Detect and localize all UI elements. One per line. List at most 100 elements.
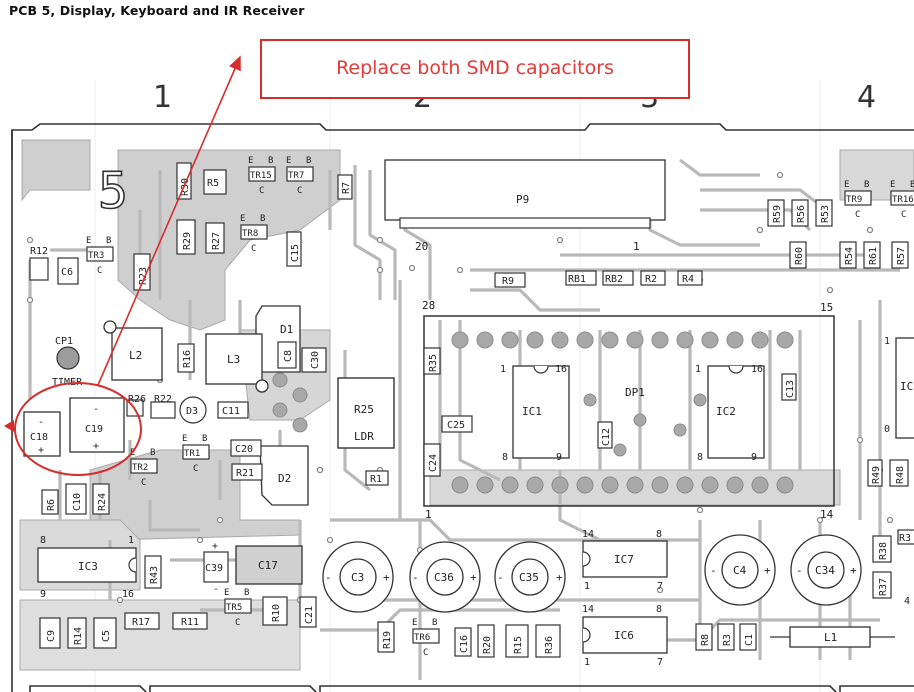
- transistor-base: B: [106, 236, 111, 246]
- r19-label: R19: [382, 631, 393, 649]
- ic7-label: IC7: [614, 553, 634, 566]
- transistor-emitter: E: [240, 214, 245, 224]
- ic1-pin-9: 9: [556, 452, 562, 463]
- c11-label: C11: [222, 406, 240, 417]
- ic3-pin-1: 1: [128, 535, 134, 546]
- transistor-base: B: [202, 434, 207, 444]
- ic6-pin-1: 1: [584, 657, 590, 668]
- r10-label: R10: [271, 604, 282, 622]
- c5-label: C5: [101, 630, 112, 642]
- r59-label: R59: [772, 205, 783, 223]
- dp1-pin-1: 1: [425, 508, 432, 521]
- r21-label: R21: [236, 468, 254, 479]
- callout-highlight: [4, 55, 241, 476]
- c1-label: C1: [744, 634, 755, 646]
- r6-label: R6: [46, 499, 57, 511]
- transistor-collector: C: [423, 648, 428, 658]
- transistor-collector: C: [235, 618, 240, 628]
- transistor-emitter: E: [844, 180, 849, 190]
- p9-pin-1: 1: [633, 240, 640, 253]
- transistor-label: TR7: [288, 171, 304, 181]
- ic3-pin-8: 8: [40, 535, 46, 546]
- smd-capacitors: [23, 397, 125, 457]
- transistor-base: B: [910, 180, 914, 190]
- ic1-pin-8: 8: [502, 452, 508, 463]
- transistor-label: TR15: [250, 171, 272, 181]
- ic6: IC6 14 8 1 7: [582, 604, 668, 668]
- transistor-emitter: E: [86, 236, 91, 246]
- transistor-label: TR2: [132, 463, 148, 473]
- r24-label: R24: [97, 493, 108, 511]
- c19-label: C19: [85, 424, 103, 435]
- zone-marker-1: 1: [153, 80, 173, 115]
- p9-label: P9: [516, 193, 529, 206]
- p9-pin-20: 20: [415, 240, 428, 253]
- c35-label: C35: [519, 571, 539, 584]
- r56-label: R56: [796, 205, 807, 223]
- page-title: PCB 5, Display, Keyboard and IR Receiver: [9, 3, 305, 18]
- r11-label: R11: [181, 617, 199, 628]
- transistor-base: B: [260, 214, 265, 224]
- ldr-label: LDR: [354, 430, 374, 443]
- ic2-pin-9: 9: [751, 452, 757, 463]
- transistor-base: B: [244, 588, 249, 598]
- c36-plus: +: [470, 571, 477, 584]
- ic6-pin-14: 14: [582, 604, 594, 615]
- r27-label: R27: [211, 232, 222, 250]
- c34-label: C34: [815, 564, 835, 577]
- r38-label: R38: [878, 542, 889, 560]
- transistor-base: B: [306, 156, 311, 166]
- r57-label: R57: [896, 247, 907, 265]
- r23-label: R23: [138, 267, 149, 285]
- c13-label: C13: [785, 380, 796, 398]
- ic3-pin-16: 16: [122, 589, 134, 600]
- r2-label: R2: [645, 274, 657, 285]
- electrolytic-capacitors: [322, 534, 862, 613]
- transistor-emitter: E: [286, 156, 291, 166]
- board-outline: [11, 123, 914, 692]
- l2-label: L2: [129, 349, 142, 362]
- transistor-collector: C: [251, 244, 256, 254]
- l3-label: L3: [227, 353, 240, 366]
- c15-label: C15: [290, 244, 301, 262]
- r60-label: R60: [794, 247, 805, 265]
- ic1-pin-1: 1: [500, 364, 506, 375]
- c3-label: C3: [351, 571, 364, 584]
- dp1-pin-28: 28: [422, 299, 435, 312]
- d1-label: D1: [280, 323, 293, 336]
- c36-minus: -: [412, 571, 419, 584]
- ic3-pin-9: 9: [40, 589, 46, 600]
- c9-label: C9: [46, 630, 57, 642]
- c16-label: C16: [459, 635, 470, 653]
- rb2-label: RB2: [605, 274, 623, 285]
- c18-plus: +: [38, 445, 44, 456]
- r53-label: R53: [820, 205, 831, 223]
- annotation-text: Replace both SMD capacitors: [336, 57, 614, 79]
- solder-pads: [272, 331, 794, 494]
- d2-label: D2: [278, 472, 291, 485]
- r20-label: R20: [482, 636, 493, 654]
- r12-label: R12: [30, 246, 48, 257]
- c20-label: C20: [235, 444, 253, 455]
- d3-label: D3: [186, 406, 198, 417]
- transistor-emitter: E: [224, 588, 229, 598]
- smd-parts: [29, 162, 914, 658]
- display-dp1: 28 15 1 14 DP1: [422, 299, 835, 521]
- ic6-pin-8: 8: [656, 604, 662, 615]
- transistor-label: TR9: [846, 195, 862, 205]
- dp1-pin-15: 15: [820, 301, 833, 314]
- timer-label: TIMER: [52, 377, 83, 388]
- transistor-collector: C: [901, 210, 906, 220]
- r54-label: R54: [844, 247, 855, 265]
- transistor-collector: C: [297, 186, 302, 196]
- r5-label: R5: [207, 178, 219, 189]
- r3-partial-label: R3: [899, 533, 911, 544]
- c24-label: C24: [428, 454, 439, 472]
- c36-label: C36: [434, 571, 454, 584]
- transistor-emitter: E: [412, 618, 417, 628]
- c35-minus: -: [497, 571, 504, 584]
- c17-label: C17: [258, 559, 278, 572]
